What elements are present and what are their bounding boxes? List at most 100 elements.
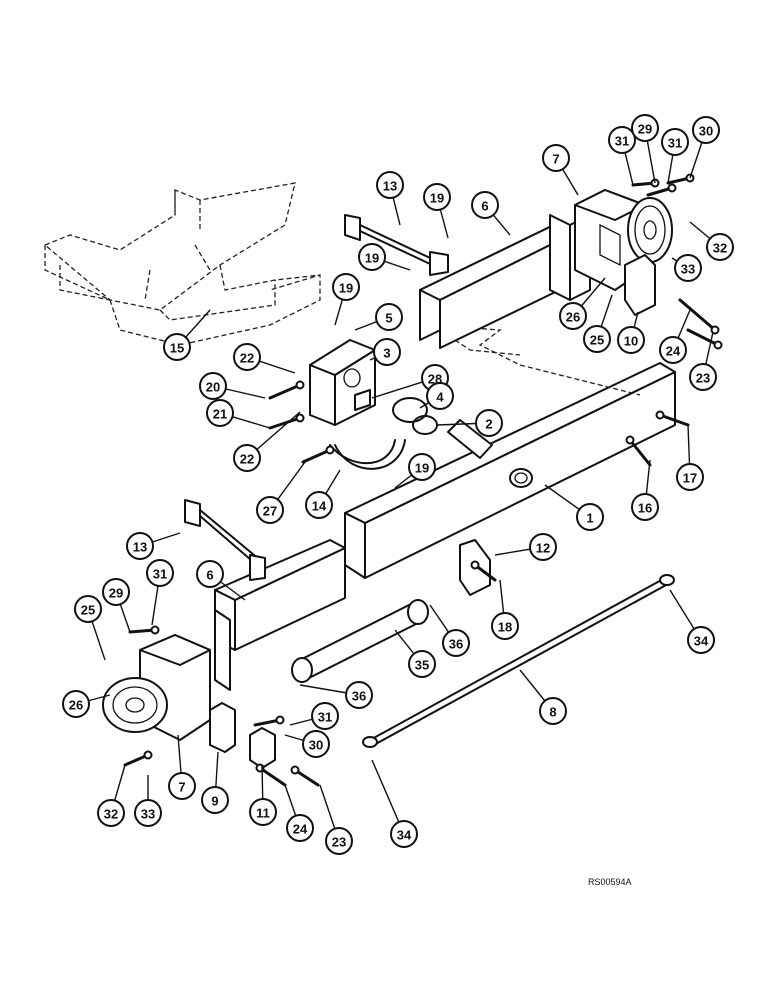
callout-number: 35 [415,658,429,673]
axle-beam [344,362,676,579]
bracket-11 [249,727,276,769]
callout-circle [206,399,234,427]
bolt [301,448,332,464]
callout-number: 6 [206,568,213,583]
bolt-head [275,715,285,725]
callout-number: 26 [566,310,580,325]
callout-24: 24 [286,814,314,842]
callout-24: 24 [659,336,687,364]
callout-circle [706,233,734,261]
callout-number: 22 [240,452,254,467]
strap-14 [329,439,406,470]
callout-26: 26 [559,302,587,330]
callout-circle [442,629,470,657]
callout-circle [97,799,125,827]
callout-number: 3 [383,346,390,361]
callout-6: 6 [471,191,499,219]
callout-circle [345,681,373,709]
callout-5: 5 [375,303,403,331]
callout-17: 17 [676,463,704,491]
callout-21: 21 [206,399,234,427]
callout-circle [126,532,154,560]
callout-circle [256,496,284,524]
callout-circle [576,503,604,531]
callout-number: 23 [696,371,710,386]
callout-number: 31 [318,710,332,725]
callout-number: 6 [481,199,488,214]
callout-circle [692,116,720,144]
callout-number: 10 [624,334,638,349]
callout-31: 31 [608,126,636,154]
callout-number: 25 [590,333,604,348]
callout-23: 23 [689,363,717,391]
callout-number: 26 [69,698,83,713]
gear-housing-lower [102,634,211,741]
callout-circle [674,254,702,282]
callout-circle [687,626,715,654]
callout-10: 10 [617,326,645,354]
callout-number: 19 [415,461,429,476]
callout-number: 32 [104,807,118,822]
callout-circle [631,493,659,521]
callout-circle [539,697,567,725]
callout-23: 23 [325,827,353,855]
callout-circle [196,560,224,588]
callout-33: 33 [674,254,702,282]
callout-number: 32 [713,241,727,256]
callout-number: 1 [586,511,593,526]
callout-number: 18 [498,620,512,635]
callout-1: 1 [576,503,604,531]
callout-circle [74,595,102,623]
bolt [293,768,320,787]
bolt-head [713,340,723,350]
callout-number: 7 [178,780,185,795]
callout-22: 22 [233,343,261,371]
callout-number: 20 [206,380,220,395]
callout-25: 25 [583,325,611,353]
callout-34: 34 [687,626,715,654]
callout-number: 36 [352,689,366,704]
callout-circle [358,243,386,271]
bolt-head [625,435,635,445]
callout-circle [491,612,519,640]
callout-number: 31 [615,134,629,149]
chassis-frame-phantom [43,182,321,346]
callout-number: 31 [153,567,167,582]
axle-extension-lower [214,539,346,691]
callout-number: 30 [309,738,323,753]
callout-number: 19 [430,191,444,206]
bushing-4 [392,397,428,423]
link-rod-upper [344,214,449,276]
callout-number: 34 [694,634,709,649]
callout-circle [302,730,330,758]
bolt-head [295,413,305,423]
bolt-head [290,765,300,775]
callout-number: 19 [365,251,379,266]
bolt-head [667,183,677,193]
callout-6: 6 [196,560,224,588]
callout-number: 34 [397,828,412,843]
callout-number: 23 [332,835,346,850]
callout-circle [689,363,717,391]
callout-circle [475,409,503,437]
callout-19: 19 [408,453,436,481]
bolt [268,383,302,400]
callout-circle [631,114,659,142]
callout-number: 25 [81,603,95,618]
reference-code: RS00594A [588,877,632,887]
callout-circle [559,302,587,330]
callout-19: 19 [423,183,451,211]
callout-number: 33 [681,262,695,277]
callout-circle [311,702,339,730]
callout-27: 27 [256,496,284,524]
callout-35: 35 [408,650,436,678]
callout-number: 9 [211,794,218,809]
callout-number: 24 [666,344,681,359]
callout-33: 33 [134,799,162,827]
callout-25: 25 [74,595,102,623]
callout-number: 7 [552,152,559,167]
callout-number: 21 [213,407,227,422]
axle-extension-upper [419,214,591,349]
callout-32: 32 [706,233,734,261]
